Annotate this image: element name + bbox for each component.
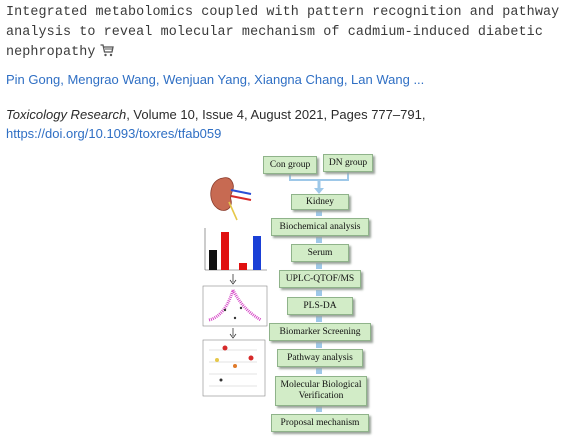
citation-details: , Volume 10, Issue 4, August 2021, Pages…	[126, 107, 426, 122]
author-link[interactable]: Lan Wang	[351, 72, 410, 87]
article-title-text[interactable]: Integrated metabolomics coupled with pat…	[6, 5, 560, 60]
con-group-box: Con group	[263, 156, 317, 174]
step-biomarker-screening: Biomarker Screening	[269, 323, 371, 341]
step-biochemical-analysis: Biochemical analysis	[271, 218, 369, 236]
pathway-plot-icon	[202, 339, 266, 397]
graphical-abstract[interactable]: Con group DN group Kidney Biochemical an…	[195, 150, 375, 440]
author-link[interactable]: Mengrao Wang	[67, 72, 156, 87]
kidney-icon	[210, 177, 252, 221]
bar-chart-icon	[204, 228, 267, 271]
citation: Toxicology Research, Volume 10, Issue 4,…	[6, 105, 572, 143]
step-pathway-analysis: Pathway analysis	[277, 349, 363, 367]
journal-name: Toxicology Research	[6, 107, 127, 122]
author-link[interactable]: Pin Gong	[6, 72, 61, 87]
step-serum: Serum	[291, 244, 349, 262]
author-link[interactable]: Wenjuan Yang	[163, 72, 247, 87]
doi-link[interactable]: https://doi.org/10.1093/toxres/tfab059	[6, 126, 222, 141]
authors-more: ...	[409, 72, 425, 87]
step-pls-da: PLS-DA	[287, 297, 353, 315]
author-link[interactable]: Xiangna Chang	[254, 72, 344, 87]
step-kidney: Kidney	[291, 194, 349, 210]
step-uplc-qtof-ms: UPLC-QTOF/MS	[279, 270, 361, 288]
author-list: Pin Gong, Mengrao Wang, Wenjuan Yang, Xi…	[6, 72, 425, 87]
step-proposal-mechanism: Proposal mechanism	[271, 414, 369, 432]
shopping-cart-icon[interactable]	[100, 44, 114, 65]
article-title[interactable]: Integrated metabolomics coupled with pat…	[6, 3, 572, 65]
dn-group-box: DN group	[323, 154, 373, 172]
flow-arrows	[289, 172, 349, 412]
abstract-illustrations	[202, 177, 268, 397]
step-molecular-verification: Molecular Biological Verification	[275, 376, 367, 406]
volcano-plot-icon	[202, 285, 268, 327]
